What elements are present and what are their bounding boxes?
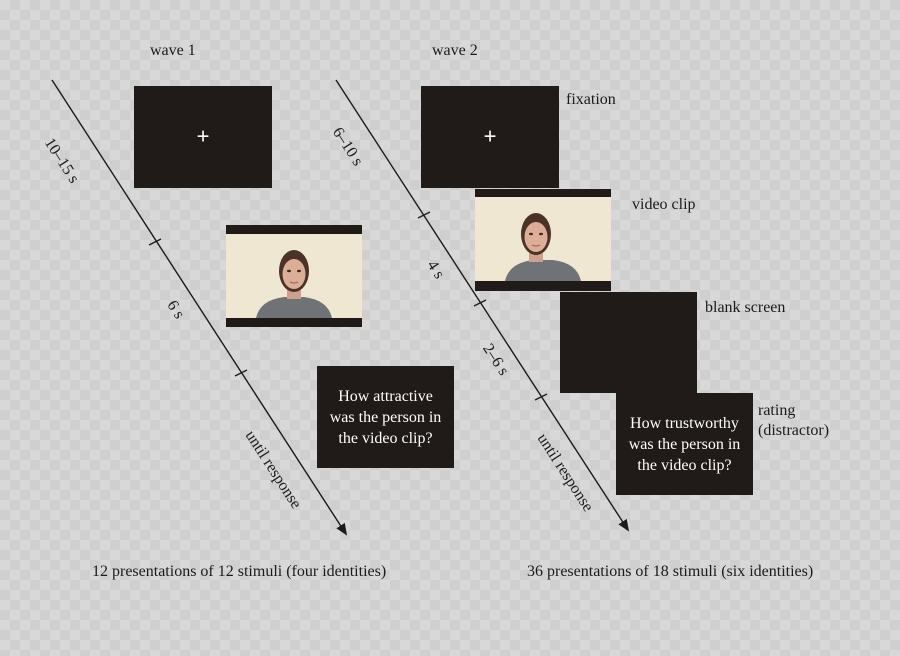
wave2-tick — [473, 299, 487, 307]
stage-label-fixation: fixation — [566, 91, 616, 108]
person-face-image — [475, 197, 611, 281]
question-line: How attractive — [338, 387, 433, 405]
wave1-title: wave 1 — [150, 42, 196, 59]
wave1-fixation-screen: + — [134, 86, 272, 188]
wave2-title: wave 2 — [432, 42, 478, 59]
stage-label-video: video clip — [632, 196, 696, 213]
wave1-rating-screen: How attractive was the person in the vid… — [317, 366, 454, 468]
wave2-tick — [534, 393, 548, 401]
wave1-video-clip — [226, 225, 362, 327]
stage-label-rating-sub: (distractor) — [758, 422, 830, 439]
stage-label-blank: blank screen — [705, 299, 786, 316]
fixation-cross-icon: + — [483, 123, 497, 149]
wave2-video-frame — [475, 197, 611, 281]
wave1-tick — [234, 369, 248, 377]
wave2-blank-screen — [560, 292, 697, 393]
wave1-video-frame — [226, 234, 362, 318]
wave1-caption: 12 presentations of 12 stimuli (four ide… — [92, 563, 387, 580]
stage-label-rating: rating — [758, 402, 796, 419]
question-line: How trustworthy — [630, 414, 739, 432]
question-line: the video clip? — [637, 456, 732, 474]
question-line: the video clip? — [338, 429, 433, 447]
wave1-tick — [148, 238, 162, 246]
wave2-fixation-screen: + — [421, 86, 559, 188]
fixation-cross-icon: + — [196, 123, 210, 149]
question-line: was the person in — [628, 435, 741, 453]
wave2-caption: 36 presentations of 18 stimuli (six iden… — [527, 563, 814, 580]
wave2-tick — [417, 211, 431, 219]
wave2-rating-screen: How trustworthy was the person in the vi… — [616, 393, 753, 495]
question-line: was the person in — [329, 408, 442, 426]
wave2-video-clip — [475, 189, 611, 291]
person-face-image — [226, 234, 362, 318]
wave2-timeline-arrow — [335, 79, 630, 532]
wave1-timeline-arrow — [51, 79, 348, 536]
